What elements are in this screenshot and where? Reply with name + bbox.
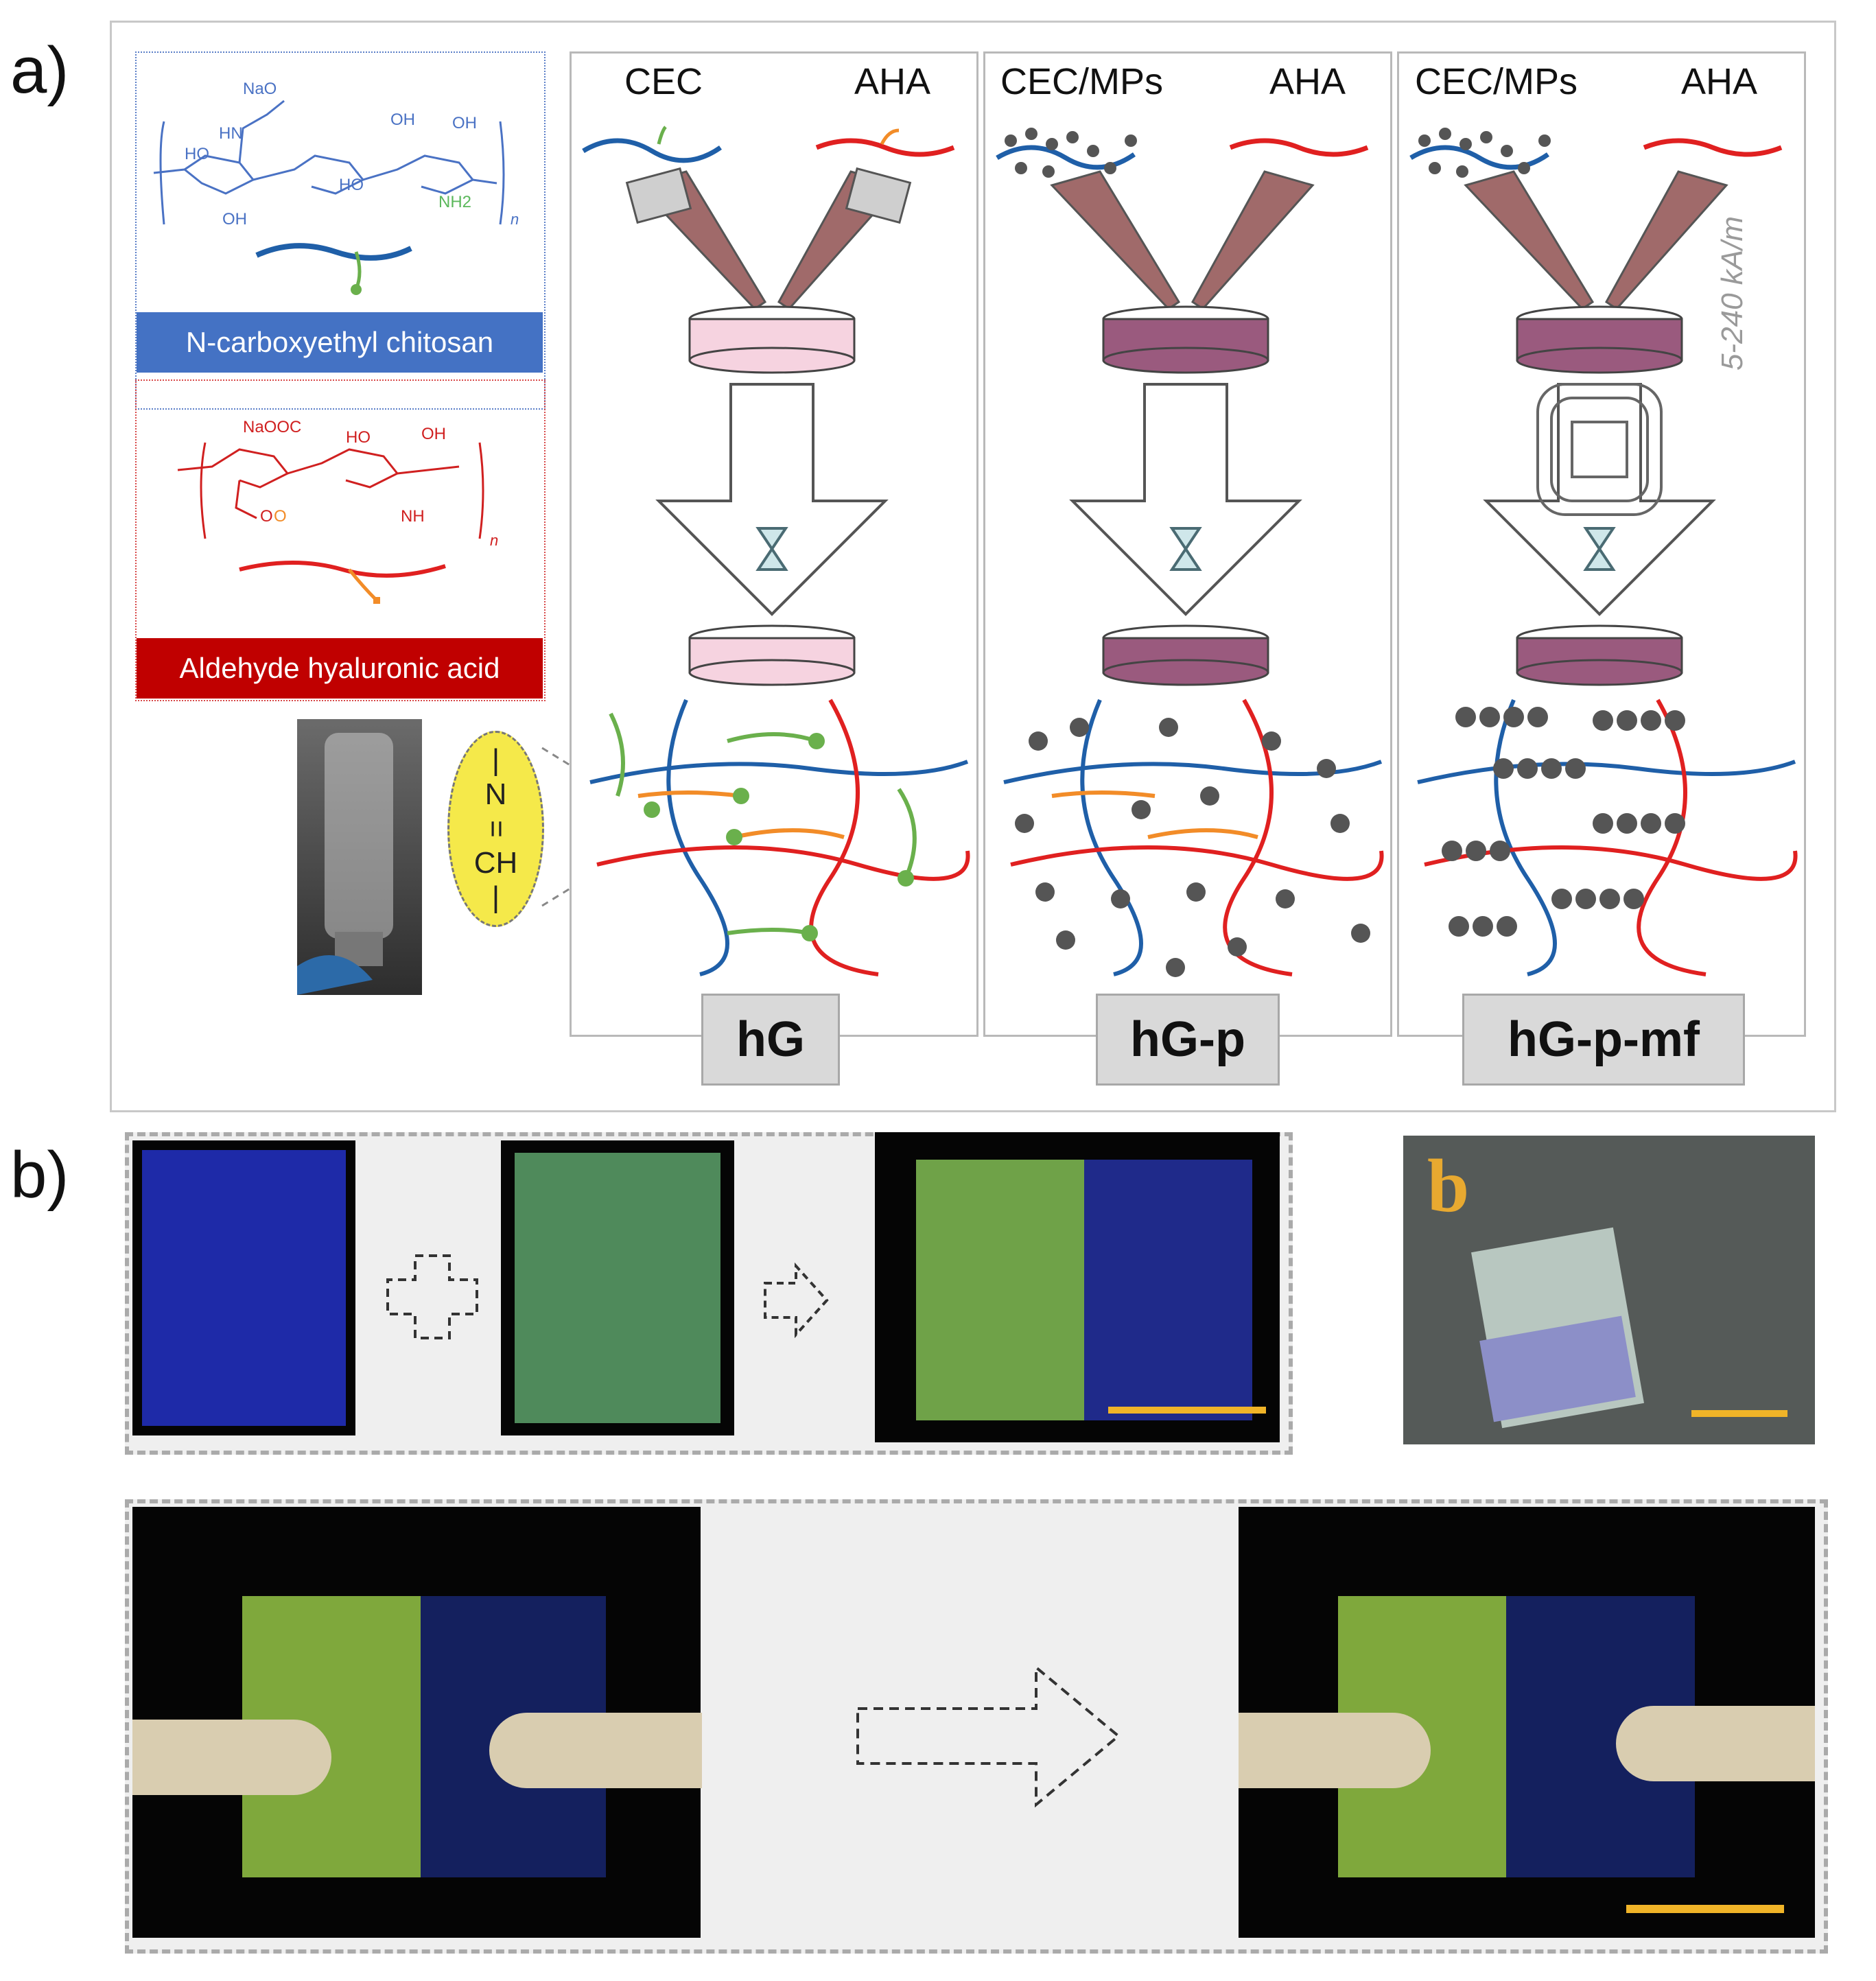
aha-atom-nh: NH (401, 507, 425, 526)
right-arrow-large-icon (856, 1664, 1121, 1808)
aha-atom-o1: O (260, 507, 273, 526)
cec-structure-drawing: NaO HN HO OH OH HO NH2 n OH (153, 80, 519, 295)
col3-right-reagent: AHA (1681, 61, 1758, 102)
scale-bar (1626, 1905, 1784, 1913)
photo-handheld-film: b (1403, 1136, 1815, 1444)
aha-atom-oh: OH (421, 425, 446, 443)
cec-atom-oh1: OH (390, 110, 415, 129)
field-strength-label: 5-240 kA/m (1715, 216, 1749, 371)
cec-atom-naoc: NaO (243, 80, 277, 98)
scale-bar (1108, 1407, 1266, 1414)
photo-stretch-before (132, 1507, 702, 1938)
bond-top: | (491, 743, 500, 777)
bond-bottom: | (491, 880, 500, 914)
col3-left-reagent: CEC/MPs (1415, 61, 1578, 102)
hydrogel-network-icon (589, 699, 970, 976)
pipette-left-icon (625, 167, 767, 310)
label-hG-p: hG-p (1096, 994, 1280, 1086)
photo-blue-film (132, 1140, 355, 1435)
bond-ch: CH (473, 846, 518, 880)
magnet-coil-icon (1536, 383, 1663, 516)
photo-stretch-after (1239, 1507, 1815, 1938)
vial-photo (297, 719, 422, 995)
cec-atom-nh2: NH2 (438, 193, 471, 211)
photo-green-film (501, 1140, 734, 1435)
bond-double: = (479, 820, 513, 838)
aha-atom-o2: O (274, 507, 287, 526)
aha-band: Aldehyde hyaluronic acid (137, 638, 543, 699)
pipette-right-icon (777, 167, 912, 310)
cec-structure-box: NaO HN HO OH OH HO NH2 n OH (135, 51, 546, 410)
down-arrow-icon (655, 383, 889, 616)
cec-atom-ho1: HO (185, 145, 209, 163)
aha-structure-drawing: NaOOC HO OH NH O O n (177, 418, 498, 604)
aha-chain-icon (239, 561, 446, 578)
aha-structure-box: NaOOC HO OH NH O O n (135, 379, 546, 701)
hG-p-mf-process-graphic (1409, 128, 1798, 976)
cec-branch-icon (354, 251, 362, 290)
imine-bond-callout: | N = CH | (447, 731, 544, 927)
panel-label-a: a) (10, 34, 69, 107)
cec-atom-oh3: OH (222, 210, 247, 228)
cec-band: N-carboxyethyl chitosan (137, 312, 543, 373)
panel-label-b: b) (10, 1138, 69, 1212)
scale-bar (1691, 1410, 1787, 1417)
aha-atom-n: n (490, 532, 498, 549)
aha-atom-naooc: NaOOC (243, 418, 301, 436)
cec-chain-icon (255, 243, 412, 261)
bond-n: N (484, 777, 507, 811)
col2-left-reagent: CEC/MPs (1000, 61, 1164, 102)
hG-process-graphic (582, 126, 970, 976)
cec-atom-ho2: HO (339, 176, 364, 194)
petri-dish-top-icon (688, 305, 856, 374)
col1-left-reagent: CEC (624, 61, 703, 102)
cec-atom-n: n (511, 211, 519, 228)
photo-joined-film (875, 1132, 1280, 1442)
cec-branch-tip-icon (351, 284, 362, 295)
right-arrow-small-icon (764, 1263, 829, 1338)
aha-branch-tip-icon (373, 597, 380, 604)
inset-letter-b: b (1427, 1144, 1470, 1228)
cec-atom-hn: HN (219, 124, 243, 143)
petri-dish-bottom-icon (688, 624, 856, 686)
col1-right-reagent: AHA (854, 61, 931, 102)
label-hG-p-mf: hG-p-mf (1462, 994, 1745, 1086)
aha-atom-ho: HO (346, 428, 371, 447)
cec-atom-oh2: OH (452, 114, 477, 132)
hG-p-process-graphic (996, 128, 1384, 977)
label-hG: hG (701, 994, 840, 1086)
hourglass-icon (755, 527, 788, 571)
col2-right-reagent: AHA (1269, 61, 1346, 102)
plus-icon (386, 1254, 478, 1339)
